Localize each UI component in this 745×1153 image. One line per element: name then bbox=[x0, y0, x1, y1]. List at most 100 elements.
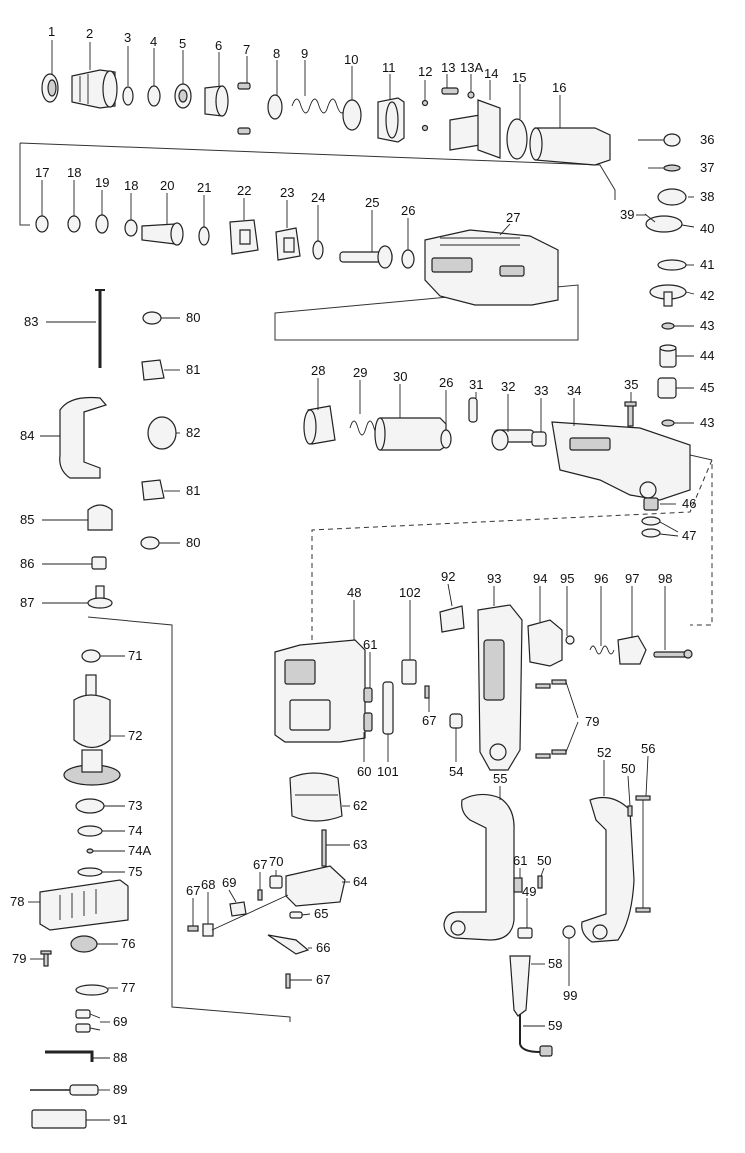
label-81-b: 81 bbox=[186, 483, 200, 498]
part-82-knob bbox=[147, 416, 177, 450]
label-22: 22 bbox=[237, 183, 251, 198]
label-69: 69 bbox=[113, 1014, 127, 1029]
label-67: 67 bbox=[422, 713, 436, 728]
label-65: 65 bbox=[314, 906, 328, 921]
part-64-brush-holder bbox=[285, 865, 346, 907]
label-96: 96 bbox=[594, 571, 608, 586]
label-12: 12 bbox=[418, 64, 432, 79]
part-58-cord-sleeve bbox=[509, 955, 531, 1017]
part-46-bushing bbox=[643, 497, 659, 511]
part-18-ring bbox=[67, 215, 81, 233]
label-24: 24 bbox=[311, 190, 325, 205]
part-32-connecting-rod bbox=[491, 429, 535, 451]
label-3: 3 bbox=[124, 30, 131, 45]
part-74a-clip bbox=[86, 848, 94, 854]
part-76-fan bbox=[70, 935, 98, 953]
part-88-hex-key bbox=[45, 1050, 94, 1062]
label-88: 88 bbox=[113, 1050, 127, 1065]
part-50-screw bbox=[627, 805, 633, 817]
part-30-barrel bbox=[374, 417, 447, 451]
label-45: 45 bbox=[700, 380, 714, 395]
part-97-selector bbox=[617, 635, 647, 665]
label-42: 42 bbox=[700, 288, 714, 303]
part-31-pin bbox=[468, 397, 478, 423]
label-78: 78 bbox=[10, 894, 24, 909]
label-34: 34 bbox=[567, 383, 581, 398]
leader-lines bbox=[28, 40, 695, 1121]
label-19: 19 bbox=[95, 175, 109, 190]
part-12-ball-lower bbox=[421, 124, 429, 132]
label-102: 102 bbox=[399, 585, 421, 600]
part-47-washer-2 bbox=[641, 528, 661, 538]
part-80-bushing bbox=[142, 311, 162, 325]
part-67-screw-3 bbox=[187, 925, 199, 932]
label-1: 1 bbox=[48, 24, 55, 39]
label-61: 61 bbox=[363, 637, 377, 652]
label-9: 9 bbox=[301, 46, 308, 61]
label-64: 64 bbox=[353, 874, 367, 889]
part-28-sleeve bbox=[303, 405, 336, 445]
label-79-b: 79 bbox=[12, 951, 26, 966]
label-68: 68 bbox=[201, 877, 215, 892]
label-77: 77 bbox=[121, 980, 135, 995]
label-67-c: 67 bbox=[186, 883, 200, 898]
label-55: 55 bbox=[493, 771, 507, 786]
part-3-ring bbox=[122, 86, 134, 106]
part-27-gear-housing bbox=[424, 229, 559, 306]
label-98: 98 bbox=[658, 571, 672, 586]
part-72-armature bbox=[63, 674, 121, 786]
label-61-b: 61 bbox=[513, 853, 527, 868]
part-80-bushing-2 bbox=[140, 536, 160, 550]
label-18-b: 18 bbox=[124, 178, 138, 193]
part-5-bushing bbox=[174, 83, 192, 109]
label-18: 18 bbox=[67, 165, 81, 180]
label-50: 50 bbox=[621, 761, 635, 776]
part-44-bearing bbox=[659, 344, 677, 368]
label-2: 2 bbox=[86, 26, 93, 41]
part-77-ring bbox=[75, 984, 109, 996]
part-71-bearing bbox=[81, 649, 101, 663]
label-20: 20 bbox=[160, 178, 174, 193]
part-33-rod-end bbox=[531, 431, 547, 447]
part-36-cap bbox=[663, 133, 681, 147]
label-13: 13 bbox=[441, 60, 455, 75]
label-92: 92 bbox=[441, 569, 455, 584]
part-52-handle-half bbox=[581, 797, 635, 943]
part-67-screw-4 bbox=[257, 889, 263, 901]
part-14-flange bbox=[449, 99, 501, 159]
label-8: 8 bbox=[273, 46, 280, 61]
label-21: 21 bbox=[197, 180, 211, 195]
frame-top-group bbox=[19, 142, 616, 226]
part-94-gear-box bbox=[527, 619, 563, 667]
label-25: 25 bbox=[365, 195, 379, 210]
label-93: 93 bbox=[487, 571, 501, 586]
label-32: 32 bbox=[501, 379, 515, 394]
part-2-tool-holder-sleeve bbox=[71, 69, 118, 109]
part-23-clutch bbox=[275, 227, 301, 261]
part-35-screw bbox=[624, 401, 637, 427]
label-79: 79 bbox=[585, 714, 599, 729]
label-91: 91 bbox=[113, 1112, 127, 1127]
part-26-o-ring-2 bbox=[440, 429, 452, 449]
part-7-pin-lower bbox=[237, 127, 251, 135]
label-73: 73 bbox=[128, 798, 142, 813]
part-24-ring bbox=[312, 240, 324, 260]
label-87: 87 bbox=[20, 595, 34, 610]
part-84-side-handle bbox=[59, 396, 108, 479]
label-74a: 74A bbox=[128, 843, 151, 858]
part-96-spring bbox=[589, 645, 615, 655]
label-33: 33 bbox=[534, 383, 548, 398]
label-62: 62 bbox=[353, 798, 367, 813]
part-10-collar bbox=[342, 99, 362, 131]
label-52: 52 bbox=[597, 745, 611, 760]
part-55-handle-half bbox=[443, 793, 515, 941]
part-67-screw-2 bbox=[285, 973, 291, 989]
part-1-end-cap bbox=[41, 73, 59, 103]
label-81: 81 bbox=[186, 362, 200, 377]
label-36: 36 bbox=[700, 132, 714, 147]
part-16-cylinder bbox=[529, 127, 611, 166]
part-34-crank-housing bbox=[551, 421, 691, 501]
label-95: 95 bbox=[560, 571, 574, 586]
part-45-bushing bbox=[657, 377, 677, 399]
part-17-ring bbox=[35, 215, 49, 233]
